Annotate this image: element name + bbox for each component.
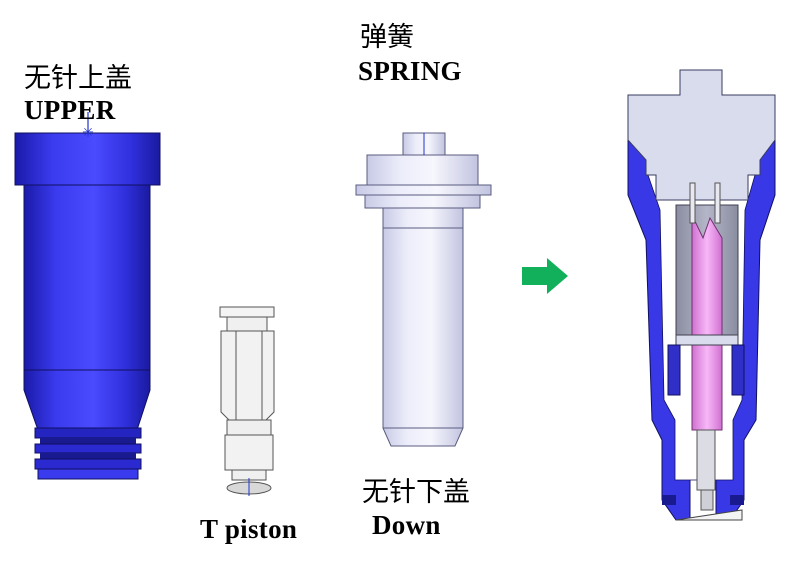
upper-label-en: UPPER <box>24 95 116 125</box>
marker-icon: ✳ <box>82 125 94 141</box>
upper-label-zh: 无针上盖 <box>24 63 132 94</box>
down-label-en: Down <box>372 510 441 540</box>
spring-label-zh: 弹簧 <box>360 22 414 53</box>
piston-label-en: T piston <box>200 514 298 544</box>
t-piston-part <box>219 306 275 496</box>
spring-label-en: SPRING <box>358 56 462 86</box>
upper-part: ✳ <box>14 112 161 480</box>
right-arrow-icon <box>522 258 568 294</box>
spring-part <box>355 132 492 447</box>
assembly-section <box>627 69 776 521</box>
down-label-zh: 无针下盖 <box>362 477 470 508</box>
